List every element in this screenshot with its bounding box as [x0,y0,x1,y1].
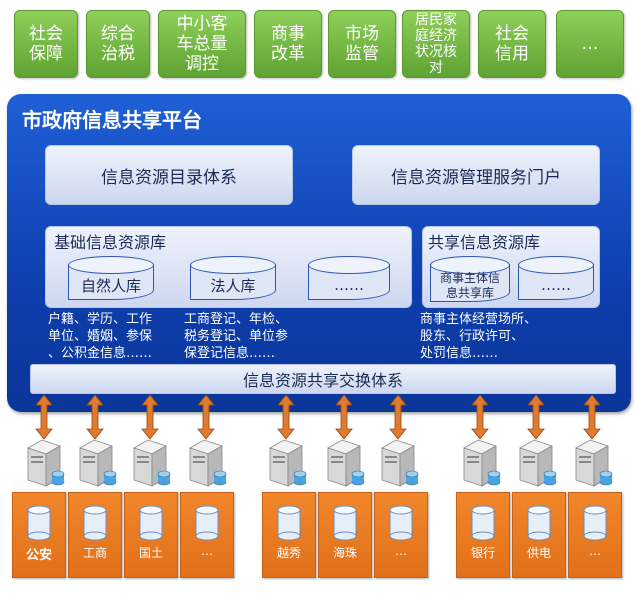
server-icon [27,439,65,487]
arrow-icon [141,394,159,440]
source-label: 工商 [82,546,107,560]
app-household-verification: 居民家 庭经济 状况核 对 [402,10,470,78]
database-label: …… [334,276,364,294]
database-label: 自然人库 [80,276,141,295]
arrow-icon [86,394,104,440]
shared-info-description: 商事主体经营场所、 股东、行政许可、 处罚信息…… [420,312,538,361]
catalog-system: 信息资源目录体系 [45,145,293,205]
app-more: … [556,10,624,78]
source-public-security: 公安 [12,492,66,578]
server-icon [575,439,613,487]
arrow-icon [197,394,215,440]
source-label: 海珠 [332,546,357,560]
app-label: 社会 保障 [29,24,63,64]
source-more-3: … [568,492,622,578]
source-label: … [201,544,213,558]
database-icon [471,505,495,541]
app-label: 综合 治税 [101,24,135,64]
database-icon [527,505,551,541]
database-natural-person: 自然人库 [68,256,154,300]
server-icon [133,439,171,487]
database-icon [389,505,413,541]
server-icon [381,439,419,487]
app-label: 社会 信用 [495,24,529,64]
legal-person-description: 工商登记、年检、 税务登记、单位参 保登记信息…… [184,312,289,361]
source-label: 供电 [526,546,551,560]
source-commerce: 工商 [68,492,122,578]
source-yuexiu: 越秀 [262,492,316,578]
database-more: …… [308,256,390,300]
source-more-2: … [374,492,428,578]
arrow-icon [277,394,295,440]
source-label: … [395,544,407,558]
arrow-icon [527,394,545,440]
source-bank: 银行 [456,492,510,578]
source-label: 公安 [25,548,52,563]
shared-library-title: 共享信息资源库 [428,233,541,252]
database-icon [583,505,607,541]
source-power-supply: 供电 [512,492,566,578]
base-library-title: 基础信息资源库 [54,233,167,252]
server-icon [269,439,307,487]
source-label: 银行 [470,546,495,560]
app-label: 市场 监管 [345,24,379,64]
server-icon [463,439,501,487]
app-label: … [581,34,599,54]
app-tax-governance: 综合 治税 [86,10,150,78]
app-social-security: 社会 保障 [14,10,78,78]
database-legal-person: 法人库 [190,256,276,300]
app-social-credit: 社会 信用 [478,10,546,78]
natural-person-description: 户籍、学历、工作 单位、婚姻、参保 、公积金信息…… [48,312,153,361]
exchange-system: 信息资源共享交换体系 [30,364,616,394]
arrow-icon [35,394,53,440]
database-label: …… [541,276,571,294]
database-icon [195,505,219,541]
app-market-supervision: 市场 监管 [328,10,396,78]
app-label: 居民家 庭经济 状况核 对 [415,12,457,76]
app-label: 中小客 车总量 调控 [176,14,228,74]
arrow-icon [389,394,407,440]
database-icon [333,505,357,541]
database-icon [277,505,301,541]
server-icon [327,439,365,487]
platform-title: 市政府信息共享平台 [22,108,202,132]
app-vehicle-control: 中小客 车总量 调控 [158,10,246,78]
database-label: 法人库 [210,276,256,295]
database-icon [83,505,107,541]
database-label: 商事主体信 息共享库 [439,271,500,300]
database-icon [27,505,51,541]
database-icon [139,505,163,541]
app-commercial-reform: 商事 改革 [254,10,322,78]
source-haizhu: 海珠 [318,492,372,578]
arrow-icon [335,394,353,440]
server-icon [519,439,557,487]
arrow-icon [471,394,489,440]
server-icon [79,439,117,487]
source-land: 国土 [124,492,178,578]
database-shared-more: …… [518,256,594,300]
source-label: … [589,544,601,558]
database-commercial-subject: 商事主体信 息共享库 [430,256,510,302]
source-label: 越秀 [276,546,301,560]
source-more-1: … [180,492,234,578]
server-icon [189,439,227,487]
service-portal: 信息资源管理服务门户 [352,145,600,205]
arrow-icon [583,394,601,440]
app-label: 商事 改革 [271,24,305,64]
source-label: 国土 [138,546,163,560]
